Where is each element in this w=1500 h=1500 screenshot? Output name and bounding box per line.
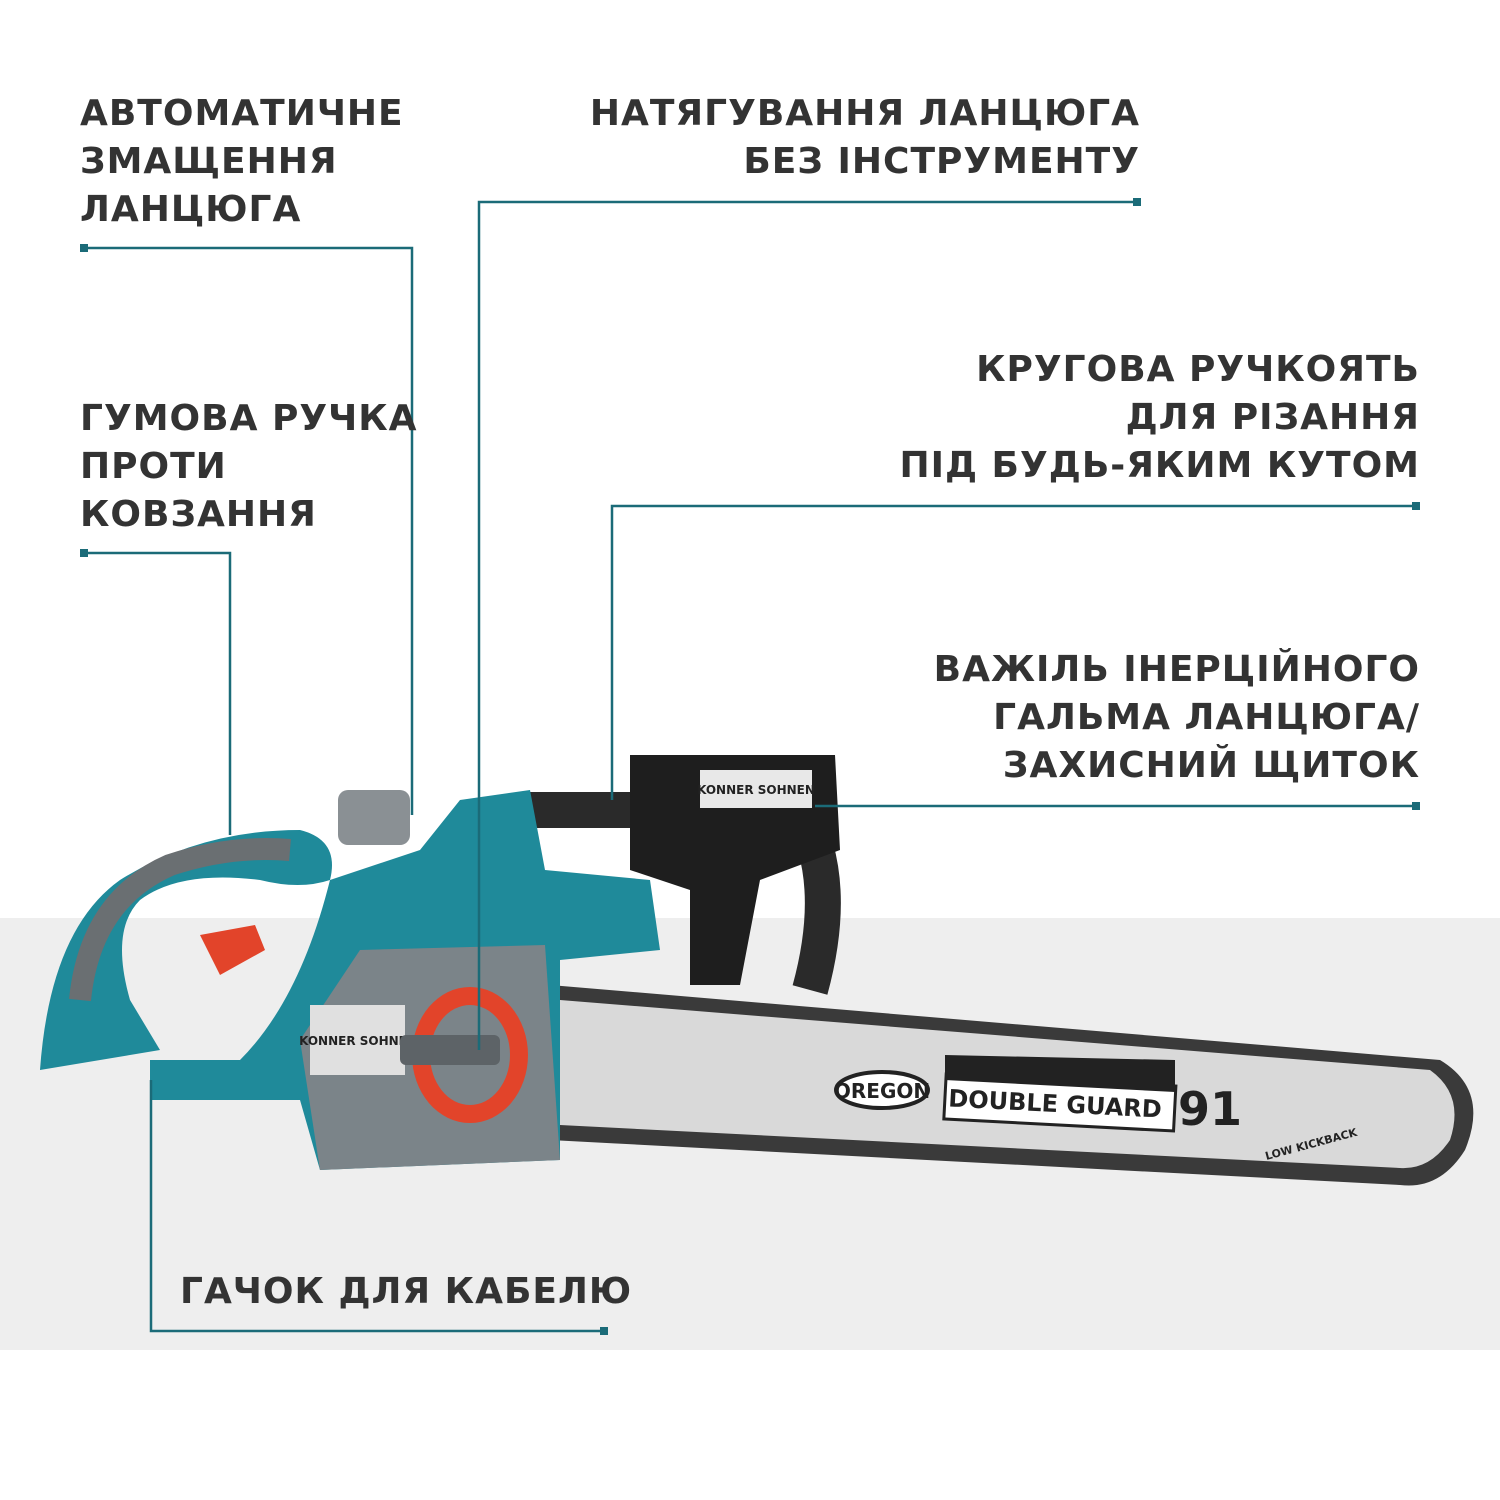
- bar-number: 91: [1178, 1082, 1242, 1136]
- leader-line-grip: [84, 551, 232, 835]
- chain-brake-guard: [630, 755, 840, 985]
- leader-line-handle: [610, 504, 1416, 800]
- oregon-logo: OREGON: [834, 1079, 930, 1103]
- trigger: [200, 925, 265, 975]
- oil-cap: [338, 790, 410, 845]
- leader-line-lubrication: [84, 246, 414, 815]
- rear-handle: [40, 830, 332, 1070]
- leader-line-tension: [477, 200, 1137, 1050]
- brand-badge-top: KONNER SOHNEN: [697, 783, 815, 797]
- callout-cable-hook: ГАЧОК ДЛЯ КАБЕЛЮ: [180, 1271, 633, 1312]
- leader-line-cable-hook: [149, 1080, 604, 1333]
- guide-bar: OREGON DOUBLE GUARD 91 LOW KICKBACK: [550, 985, 1474, 1186]
- brand-badge-side: KONNER SOHNEN: [299, 1034, 417, 1048]
